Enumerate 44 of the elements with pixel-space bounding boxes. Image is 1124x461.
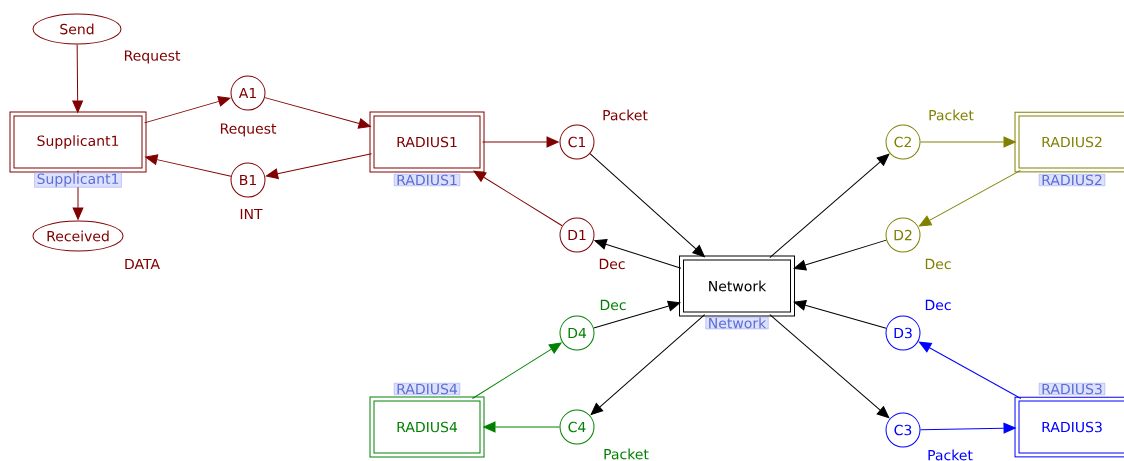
subpage-tag: RADIUS3 bbox=[1038, 383, 1106, 395]
arrow bbox=[144, 96, 231, 124]
transition-box: Supplicant1 bbox=[9, 111, 147, 173]
arrow bbox=[589, 153, 705, 258]
arrow bbox=[769, 153, 890, 258]
type-label: DATA bbox=[125, 258, 160, 270]
arrow bbox=[471, 342, 562, 399]
type-label: Dec bbox=[925, 258, 951, 270]
arrow bbox=[593, 300, 681, 329]
type-label: Packet bbox=[603, 109, 648, 121]
type-label: Dec bbox=[600, 299, 626, 311]
arrow bbox=[145, 154, 232, 177]
transition-box: RADIUS2 bbox=[1014, 111, 1124, 173]
arrow bbox=[473, 170, 563, 227]
subpage-tag: RADIUS4 bbox=[393, 383, 461, 395]
arrow bbox=[918, 341, 1022, 399]
arrow bbox=[483, 421, 560, 433]
arrow bbox=[594, 239, 682, 269]
arrow bbox=[72, 44, 83, 113]
transition-box: RADIUS4 bbox=[369, 396, 485, 458]
transition-box: RADIUS1 bbox=[369, 111, 485, 173]
transition-box: RADIUS3 bbox=[1014, 396, 1124, 458]
type-label: Dec bbox=[925, 299, 951, 311]
subpage-tag: RADIUS2 bbox=[1038, 174, 1106, 186]
type-label: Request bbox=[220, 123, 277, 137]
type-label: INT bbox=[240, 208, 263, 220]
arrow bbox=[793, 239, 887, 271]
type-label: Packet bbox=[604, 448, 649, 460]
subpage-tag: RADIUS1 bbox=[393, 174, 461, 186]
transition-box: Network bbox=[679, 255, 795, 317]
arrow bbox=[264, 97, 371, 129]
arrow bbox=[482, 136, 559, 148]
type-label: Packet bbox=[929, 109, 974, 121]
type-label: Request bbox=[124, 50, 181, 64]
arrow bbox=[793, 300, 887, 329]
subpage-tag: Supplicant1 bbox=[34, 172, 122, 188]
type-label: Dec bbox=[599, 258, 625, 270]
type-label: Packet bbox=[928, 449, 973, 461]
arrow bbox=[920, 136, 1016, 148]
arrow bbox=[769, 314, 890, 419]
arrow bbox=[265, 153, 372, 180]
arrow bbox=[918, 170, 1021, 227]
arrow bbox=[920, 422, 1016, 434]
subpage-tag: Network bbox=[705, 316, 769, 330]
